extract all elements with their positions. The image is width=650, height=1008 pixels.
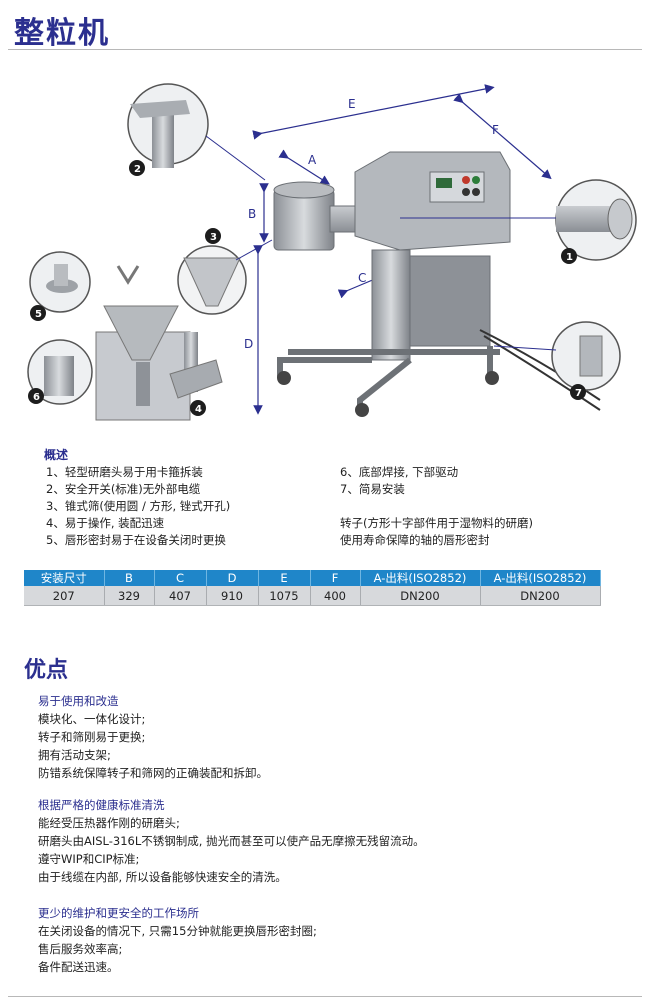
page-title: 整粒机 (14, 16, 110, 51)
advantage-line: 由于线缆在内部, 所以设备能够快速安全的清洗。 (38, 870, 287, 884)
overview-right-list: 6、底部焊接, 下部驱动 7、简易安装 转子(方形十字部件用于湿物料的研磨) 使… (340, 464, 533, 549)
svg-text:2: 2 (134, 164, 141, 175)
overview-right-item: 使用寿命保障的轴的唇形密封 (340, 533, 490, 547)
advantage-line: 能经受压热器作刚的研磨头; (38, 816, 180, 830)
bottom-divider (8, 996, 642, 997)
overview-right-item: 6、底部焊接, 下部驱动 (340, 465, 459, 479)
dim-label-c: C (358, 271, 366, 285)
advantage-group-title: 更少的维护和更安全的工作场所 (38, 906, 199, 920)
spec-cell: 207 (24, 586, 105, 606)
advantage-line: 备件配送迅速。 (38, 960, 119, 974)
spec-header-cell: F (310, 570, 361, 586)
spec-table-row: 207 329 407 910 1075 400 DN200 DN200 (24, 586, 601, 606)
spec-cell: 400 (310, 586, 361, 606)
overview-left-item: 3、锥式筛(使用圆 / 方形, 锉式开孔) (46, 499, 231, 513)
advantage-line: 转子和筛刚易于更换; (38, 730, 146, 744)
callout-badge-3: 3 (205, 228, 221, 244)
dim-label-d: D (244, 337, 253, 351)
spec-table-header-row: 安装尺寸 B C D E F A-出料(ISO2852) A-出料(ISO285… (24, 570, 601, 586)
svg-text:3: 3 (210, 232, 217, 243)
spec-header-cell: D (206, 570, 259, 586)
spec-header-cell: A-出料(ISO2852) (480, 570, 601, 586)
spec-cell: 329 (104, 586, 155, 606)
overview-right-item (340, 498, 533, 515)
svg-text:1: 1 (566, 252, 573, 263)
advantage-line: 模块化、一体化设计; (38, 712, 146, 726)
svg-text:5: 5 (35, 309, 42, 320)
svg-text:7: 7 (575, 388, 582, 399)
dim-label-b: B (248, 207, 256, 221)
advantage-group: 更少的维护和更安全的工作场所 在关闭设备的情况下, 只需15分钟就能更换唇形密封… (38, 904, 317, 976)
dim-label-a: A (308, 153, 317, 167)
spec-header-cell: 安装尺寸 (24, 570, 105, 586)
advantage-line: 遵守WIP和CIP标准; (38, 852, 140, 866)
overview-right-item: 转子(方形十字部件用于湿物料的研磨) (340, 516, 533, 530)
overview-left-item: 1、轻型研磨头易于用卡箍拆装 (46, 465, 203, 479)
dim-label-f: F (492, 123, 499, 137)
overview-left-item: 4、易于操作, 装配迅速 (46, 516, 165, 530)
advantage-line: 售后服务效率高; (38, 942, 123, 956)
advantage-line: 防错系统保障转子和筛网的正确装配和拆卸。 (38, 766, 268, 780)
spec-cell: 407 (154, 586, 207, 606)
dim-label-e: E (348, 97, 356, 111)
advantage-line: 研磨头由AISL-316L不锈钢制成, 抛光而甚至可以使产品无摩擦无残留流动。 (38, 834, 425, 848)
spec-header-cell: B (104, 570, 155, 586)
callout-badge-1: 1 (561, 248, 577, 264)
spec-cell: DN200 (360, 586, 481, 606)
advantage-group: 根据严格的健康标准清洗 能经受压热器作刚的研磨头; 研磨头由AISL-316L不… (38, 796, 425, 886)
advantages-heading: 优点 (24, 658, 69, 683)
overview-left-item: 2、安全开关(标准)无外部电缆 (46, 482, 201, 496)
overview-heading: 概述 (44, 448, 69, 462)
spec-header-cell: C (154, 570, 207, 586)
spec-cell: 1075 (258, 586, 311, 606)
callout-badge-7: 7 (570, 384, 586, 400)
advantage-line: 在关闭设备的情况下, 只需15分钟就能更换唇形密封圈; (38, 924, 317, 938)
svg-text:4: 4 (195, 404, 202, 415)
advantage-line: 拥有活动支架; (38, 748, 111, 762)
product-diagram: E F A B C D 1 2 3 4 5 (27, 83, 637, 421)
callout-badge-2: 2 (129, 160, 145, 176)
spec-cell: 910 (206, 586, 259, 606)
advantage-group: 易于使用和改造 模块化、一体化设计; 转子和筛刚易于更换; 拥有活动支架; 防错… (38, 692, 268, 782)
overview-left-item: 5、唇形密封易于在设备关闭时更换 (46, 533, 226, 547)
advantage-group-title: 根据严格的健康标准清洗 (38, 798, 165, 812)
overview-right-item: 7、简易安装 (340, 482, 405, 496)
overview-left-list: 1、轻型研磨头易于用卡箍拆装 2、安全开关(标准)无外部电缆 3、锥式筛(使用圆… (46, 464, 230, 549)
callout-badge-4: 4 (190, 400, 206, 416)
callout-badge-6: 6 (28, 388, 44, 404)
spec-header-cell: A-出料(ISO2852) (360, 570, 481, 586)
title-divider (8, 49, 642, 50)
spec-cell: DN200 (480, 586, 601, 606)
callout-badge-5: 5 (30, 305, 46, 321)
advantage-group-title: 易于使用和改造 (38, 694, 119, 708)
spec-header-cell: E (258, 570, 311, 586)
svg-text:6: 6 (33, 392, 40, 403)
spec-table: 安装尺寸 B C D E F A-出料(ISO2852) A-出料(ISO285… (24, 570, 601, 606)
